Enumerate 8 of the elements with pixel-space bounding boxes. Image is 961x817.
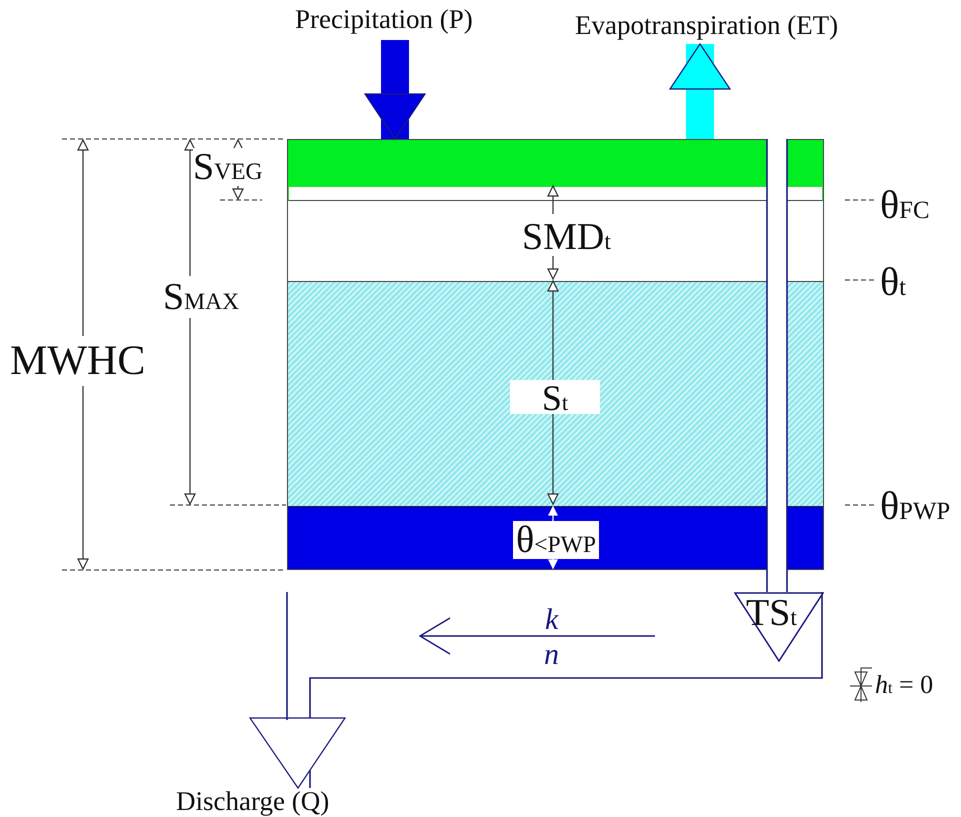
mwhc-label: MWHC xyxy=(10,336,146,386)
discharge-label: Discharge (Q) xyxy=(176,786,330,816)
storage-triangle xyxy=(734,592,824,662)
precipitation-label: Precipitation (P) xyxy=(295,4,473,34)
parameter-label: n xyxy=(544,640,559,670)
parameter-label: k xyxy=(545,605,558,635)
evapotranspiration-label: Evapotranspiration (ET) xyxy=(575,10,838,40)
soil-column xyxy=(287,139,824,570)
